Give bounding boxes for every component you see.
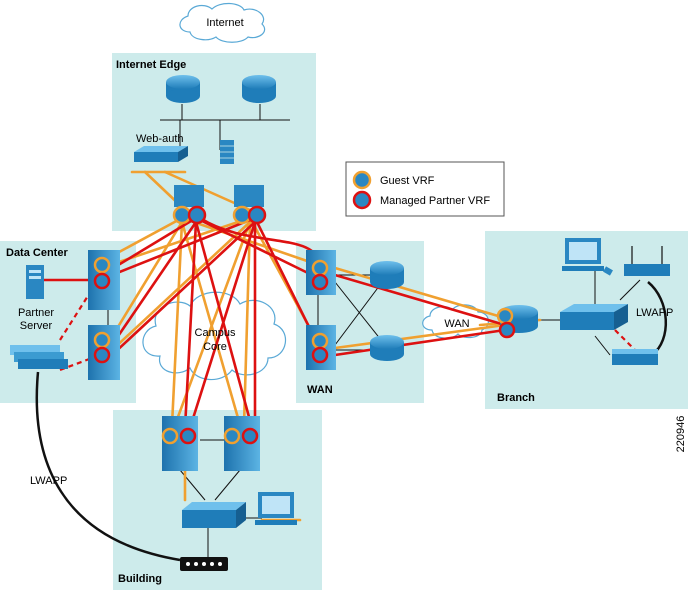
legend-partner-vrf-icon (352, 190, 372, 210)
firewall-icon (220, 140, 234, 164)
figure-id-label: 220946 (675, 416, 687, 453)
legend-partner-label: Managed Partner VRF (380, 195, 490, 207)
edge-router-icon (242, 75, 276, 103)
lwapp-branch-label: LWAPP (636, 307, 673, 319)
internet-edge-label: Internet Edge (116, 59, 186, 71)
campus-core-label-line2: Core (203, 341, 227, 353)
black-links (107, 104, 641, 558)
access-switch-icon (182, 502, 246, 528)
branch-label: Branch (497, 392, 535, 404)
wan-router-icon (370, 335, 404, 361)
partner-server-label-line2: Server (20, 320, 53, 332)
building-label: Building (118, 573, 162, 585)
wireless-controller-icon (10, 345, 68, 369)
campus-core-label-line1: Campus (195, 327, 236, 339)
access-point-icon (624, 246, 670, 276)
multilayer-switch-icon (306, 325, 336, 370)
legend-guest-label: Guest VRF (380, 175, 435, 187)
partner-vrf-links (38, 216, 507, 430)
branch-wireless-controller-icon (612, 349, 658, 365)
partner-server-label-line1: Partner (18, 307, 54, 319)
partner-server-icon (26, 265, 44, 299)
edge-router-icon (166, 75, 200, 103)
branch-switch-icon (560, 304, 628, 330)
legend-guest-vrf-icon (352, 170, 372, 190)
web-auth-appliance-icon (134, 146, 188, 162)
multilayer-switch-icon (306, 250, 336, 295)
multilayer-switch-icon (88, 250, 120, 310)
internet-edge-zone (112, 53, 316, 231)
web-auth-label: Web-auth (136, 133, 184, 145)
pc-icon (562, 238, 604, 271)
mouse-icon (603, 266, 613, 276)
wan-zone-label: WAN (307, 384, 333, 396)
access-point-icon (180, 557, 228, 571)
lwapp-left-tunnel (35, 371, 181, 562)
branch-router-icon (496, 305, 538, 339)
wan-cloud-label: WAN (444, 318, 469, 330)
multilayer-switch-icon (161, 416, 198, 471)
legend: Guest VRF Managed Partner VRF (345, 161, 505, 217)
internet-cloud-icon (179, 2, 266, 43)
multilayer-switch-icon (88, 325, 120, 380)
pc-icon (255, 492, 297, 525)
wan-router-icon (370, 261, 404, 289)
multilayer-switch-icon (223, 416, 260, 471)
firewall-vrf-module-icon (232, 185, 267, 225)
lwapp-left-label: LWAPP (30, 475, 67, 487)
data-center-label: Data Center (6, 247, 68, 259)
internet-label: Internet (206, 17, 243, 29)
firewall-vrf-module-icon (172, 185, 207, 225)
